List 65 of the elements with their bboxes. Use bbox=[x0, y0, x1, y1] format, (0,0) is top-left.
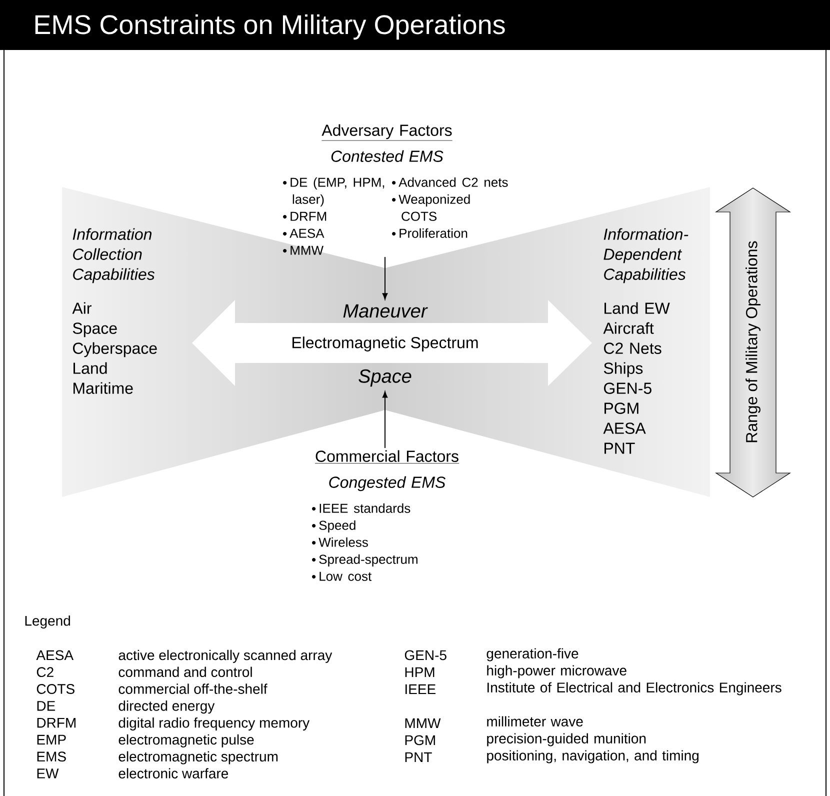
table-cell: AESA bbox=[36, 650, 74, 660]
list-item: Cyberspace bbox=[73, 342, 157, 358]
subheading: Congested EMS bbox=[329, 476, 446, 492]
table-cell: electromagnetic spectrum bbox=[118, 751, 278, 764]
table-cell: electronic warfare bbox=[118, 768, 228, 778]
table-cell: high-power microwave bbox=[487, 665, 626, 678]
list-item: Land EW bbox=[604, 302, 670, 314]
title-bar: EMS Constraints on Military Operations bbox=[0, 0, 830, 50]
table-cell: DE bbox=[37, 701, 56, 711]
legend-title: Legend bbox=[25, 615, 70, 629]
list-item: DE (EMP, HPM, laser) bbox=[283, 177, 384, 206]
list-item: AESA bbox=[603, 422, 646, 434]
table-cell: EMP bbox=[37, 734, 66, 744]
table-cell: DRFM bbox=[37, 718, 76, 728]
table-cell: PNT bbox=[405, 752, 432, 762]
table-cell: generation-five bbox=[486, 648, 578, 662]
table-cell: electromagnetic pulse bbox=[118, 734, 254, 748]
table-cell: Institute of Electrical and Electronics Engineers bbox=[488, 682, 782, 696]
list-item: Proliferation bbox=[392, 228, 468, 238]
table-cell: precision-guided munition bbox=[487, 733, 646, 746]
table-cell: COTS bbox=[36, 684, 74, 694]
list-item: PGM bbox=[604, 402, 638, 414]
table-cell: EW bbox=[37, 768, 59, 778]
list-item: IEEE standards bbox=[312, 503, 410, 513]
table-cell: GEN-5 bbox=[404, 650, 446, 660]
list-item: AESA bbox=[283, 228, 324, 238]
list-item: PNT bbox=[604, 442, 635, 454]
table-cell: commercial off-the-shelf bbox=[118, 684, 268, 694]
list-item: GEN-5 bbox=[604, 382, 652, 394]
list-item: Weaponized COTS bbox=[392, 194, 470, 221]
heading: Adversary Factors bbox=[321, 124, 453, 141]
heading: Information-Dependent Capabilities bbox=[604, 228, 688, 284]
list-item: MMW bbox=[283, 246, 324, 255]
table-cell: millimeter wave bbox=[487, 716, 583, 726]
region-label: Maneuver bbox=[343, 304, 428, 318]
list-item: Space bbox=[72, 322, 117, 338]
list-item: Ships bbox=[604, 362, 643, 378]
arrow bbox=[382, 391, 388, 448]
region-label: Space bbox=[358, 369, 412, 387]
list-item: Air bbox=[72, 302, 92, 314]
heading: Commercial Factors bbox=[314, 450, 460, 464]
arrow bbox=[382, 256, 388, 300]
table-cell: command and control bbox=[118, 666, 252, 678]
table-cell: EMS bbox=[37, 752, 66, 762]
table-cell: HPM bbox=[405, 667, 434, 677]
table-cell: directed energy bbox=[118, 700, 215, 714]
table-cell: PGM bbox=[405, 735, 435, 746]
table-cell: MMW bbox=[405, 718, 441, 728]
table-cell: IEEE bbox=[406, 684, 436, 694]
list-item: DRFM bbox=[283, 212, 326, 221]
table-cell: active electronically scanned array bbox=[118, 650, 332, 663]
table-cell: digital radio frequency memory bbox=[118, 717, 310, 730]
list-item: Land bbox=[74, 362, 107, 374]
heading: Information Collection Capabilities bbox=[72, 228, 155, 284]
list-item: C2 Nets bbox=[604, 342, 662, 354]
table-cell: C2 bbox=[36, 667, 54, 678]
list-item: Wireless bbox=[312, 537, 368, 547]
list-item: Advanced C2 nets bbox=[392, 177, 508, 187]
subheading: Contested EMS bbox=[331, 150, 444, 162]
list-item: Maritime bbox=[74, 382, 133, 394]
list-item: Spread-spectrum bbox=[312, 554, 418, 566]
list-item: Speed bbox=[312, 520, 356, 532]
list-item: Aircraft bbox=[603, 322, 654, 334]
table-cell: positioning, navigation, and timing bbox=[487, 750, 698, 764]
list-item: Low cost bbox=[312, 572, 372, 581]
